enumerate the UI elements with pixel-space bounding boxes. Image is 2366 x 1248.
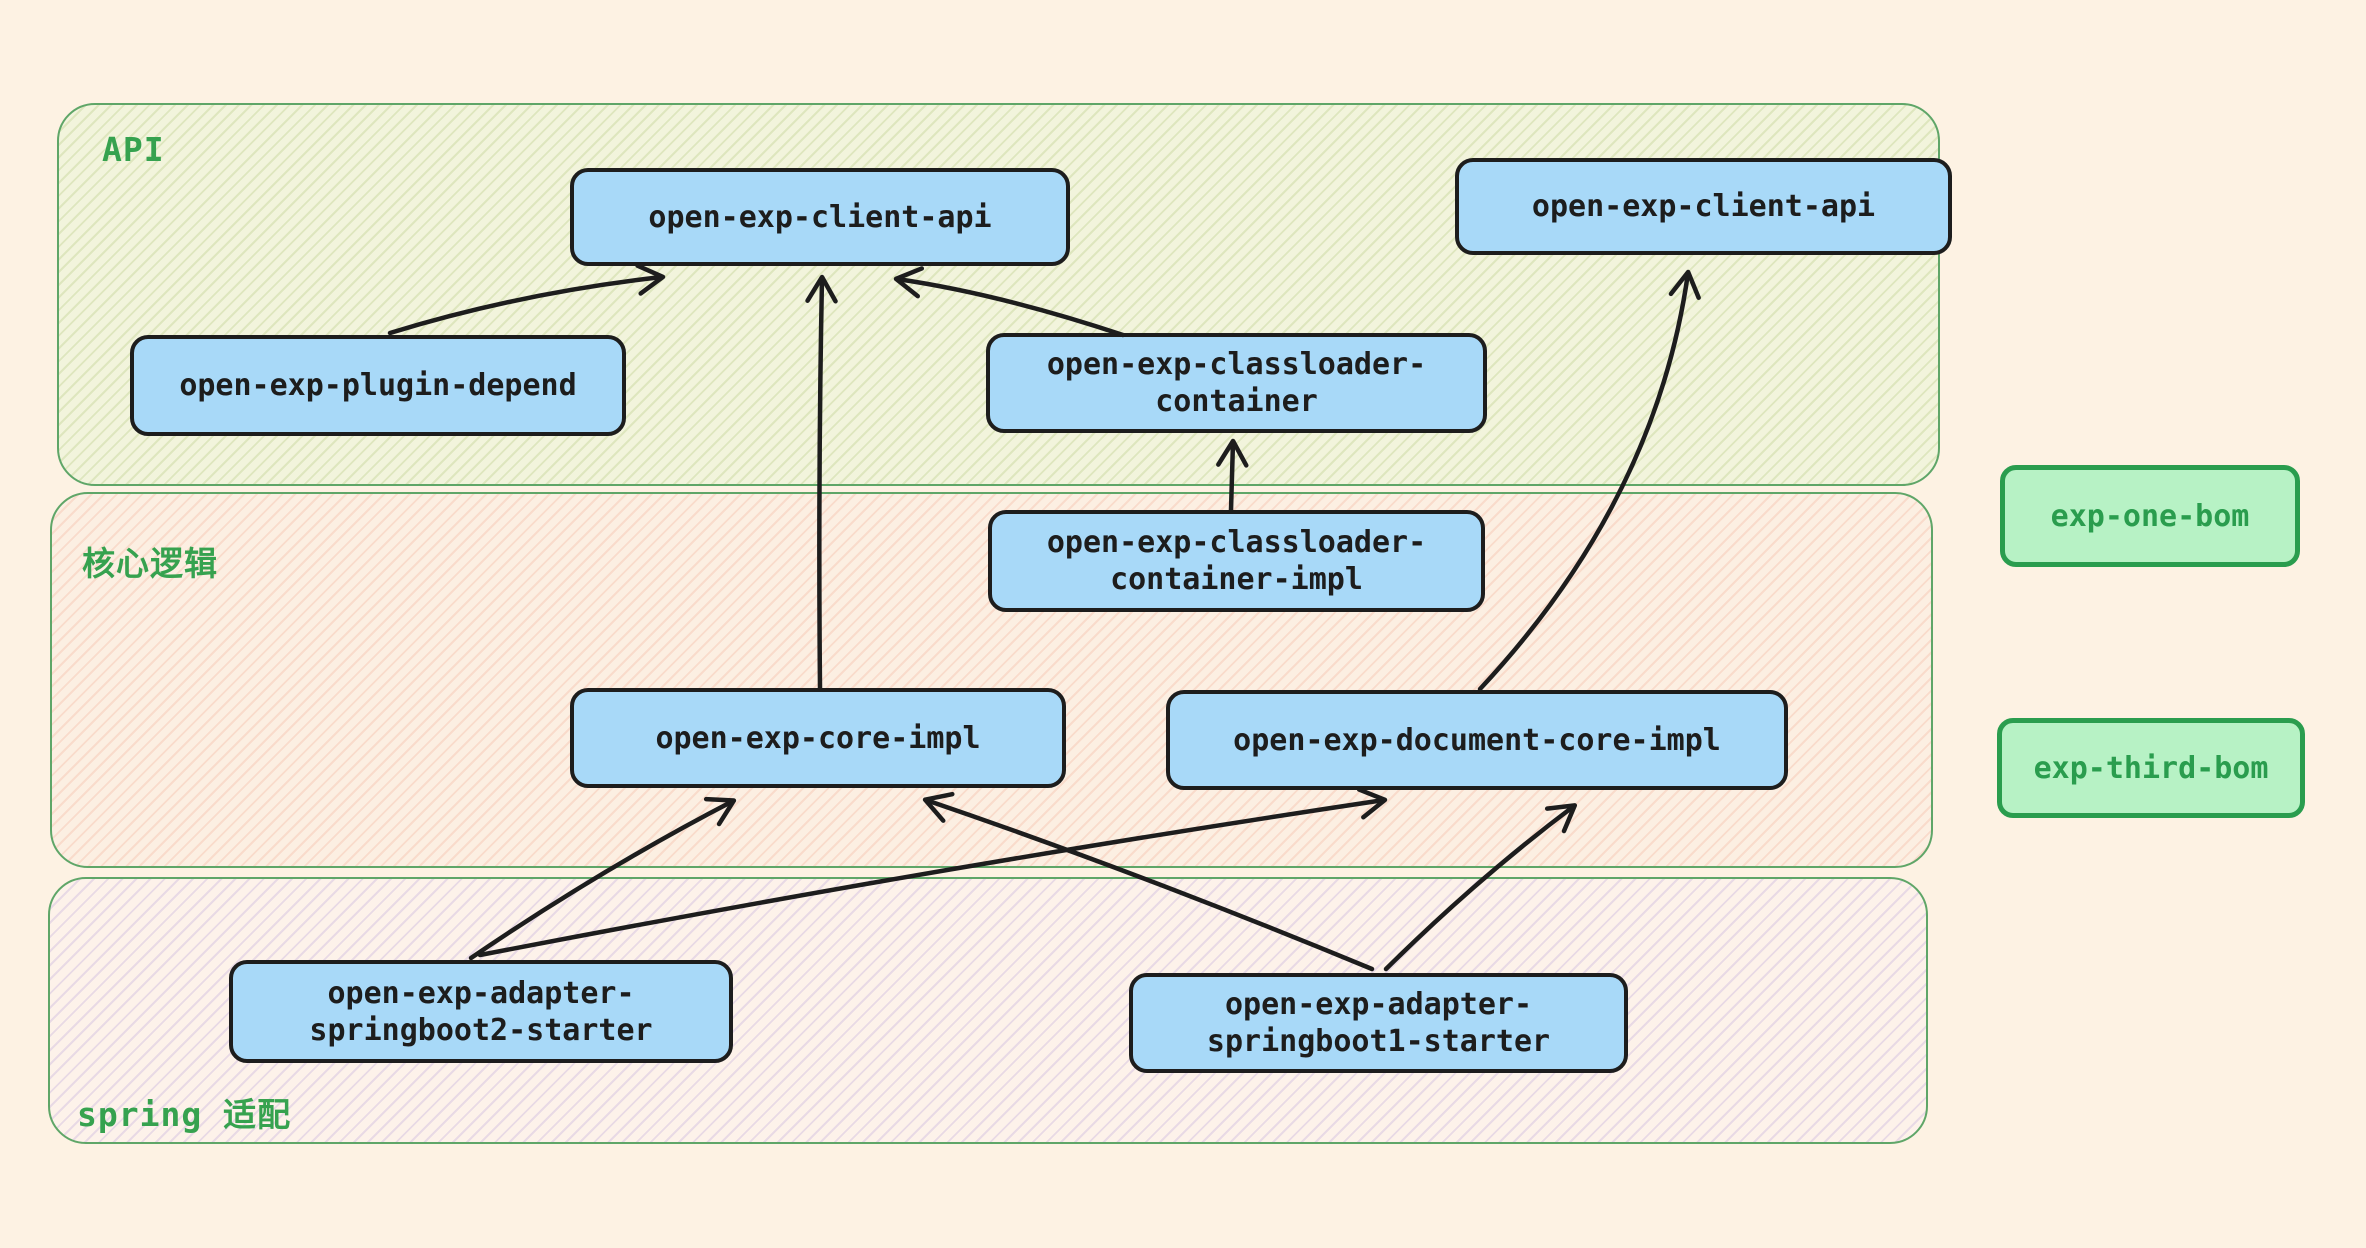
node-label-line: container (1155, 384, 1318, 419)
node-label-line: open-exp-client-api (648, 199, 992, 235)
node-open-exp-plugin-depend: open-exp-plugin-depend (130, 335, 626, 436)
bom-exp-third: exp-third-bom (1997, 718, 2305, 818)
node-label-line: open-exp-client-api (1531, 189, 1876, 224)
section-api-label: API (102, 130, 165, 169)
node-label-line: open-exp-classloader- (1046, 525, 1427, 560)
node-label-line: open-exp-classloader- (1046, 347, 1427, 382)
node-label-line: open-exp-adapter- (327, 975, 635, 1011)
bom-exp-one: exp-one-bom (2000, 465, 2300, 567)
node-label-line: open-exp-document-core-impl (1233, 722, 1721, 758)
section-core-logic-label: 核心逻辑 (82, 544, 218, 583)
section-spring-label: spring 适配 (77, 1095, 292, 1134)
bom-label: exp-third-bom (2033, 750, 2269, 786)
node-label-line: springboot1-starter (1206, 1024, 1551, 1059)
node-open-exp-adapter-springboot1-starter: open-exp-adapter- springboot1-starter (1129, 973, 1628, 1073)
bom-label: exp-one-bom (2050, 498, 2250, 534)
node-label-line: open-exp-adapter- (1224, 987, 1533, 1022)
node-label-line: springboot2-starter (309, 1012, 653, 1048)
node-open-exp-classloader-container-impl: open-exp-classloader- container-impl (988, 510, 1485, 612)
node-open-exp-adapter-springboot2-starter: open-exp-adapter- springboot2-starter (229, 960, 733, 1063)
node-open-exp-core-impl: open-exp-core-impl (570, 688, 1066, 788)
node-open-exp-classloader-container: open-exp-classloader- container (986, 333, 1487, 433)
node-open-exp-client-api-left: open-exp-client-api (570, 168, 1070, 266)
node-open-exp-document-core-impl: open-exp-document-core-impl (1166, 690, 1788, 790)
node-label-line: open-exp-plugin-depend (179, 368, 577, 403)
node-label-line: container-impl (1110, 562, 1363, 597)
node-open-exp-client-api-right: open-exp-client-api (1455, 158, 1952, 255)
node-label-line: open-exp-core-impl (655, 720, 981, 756)
